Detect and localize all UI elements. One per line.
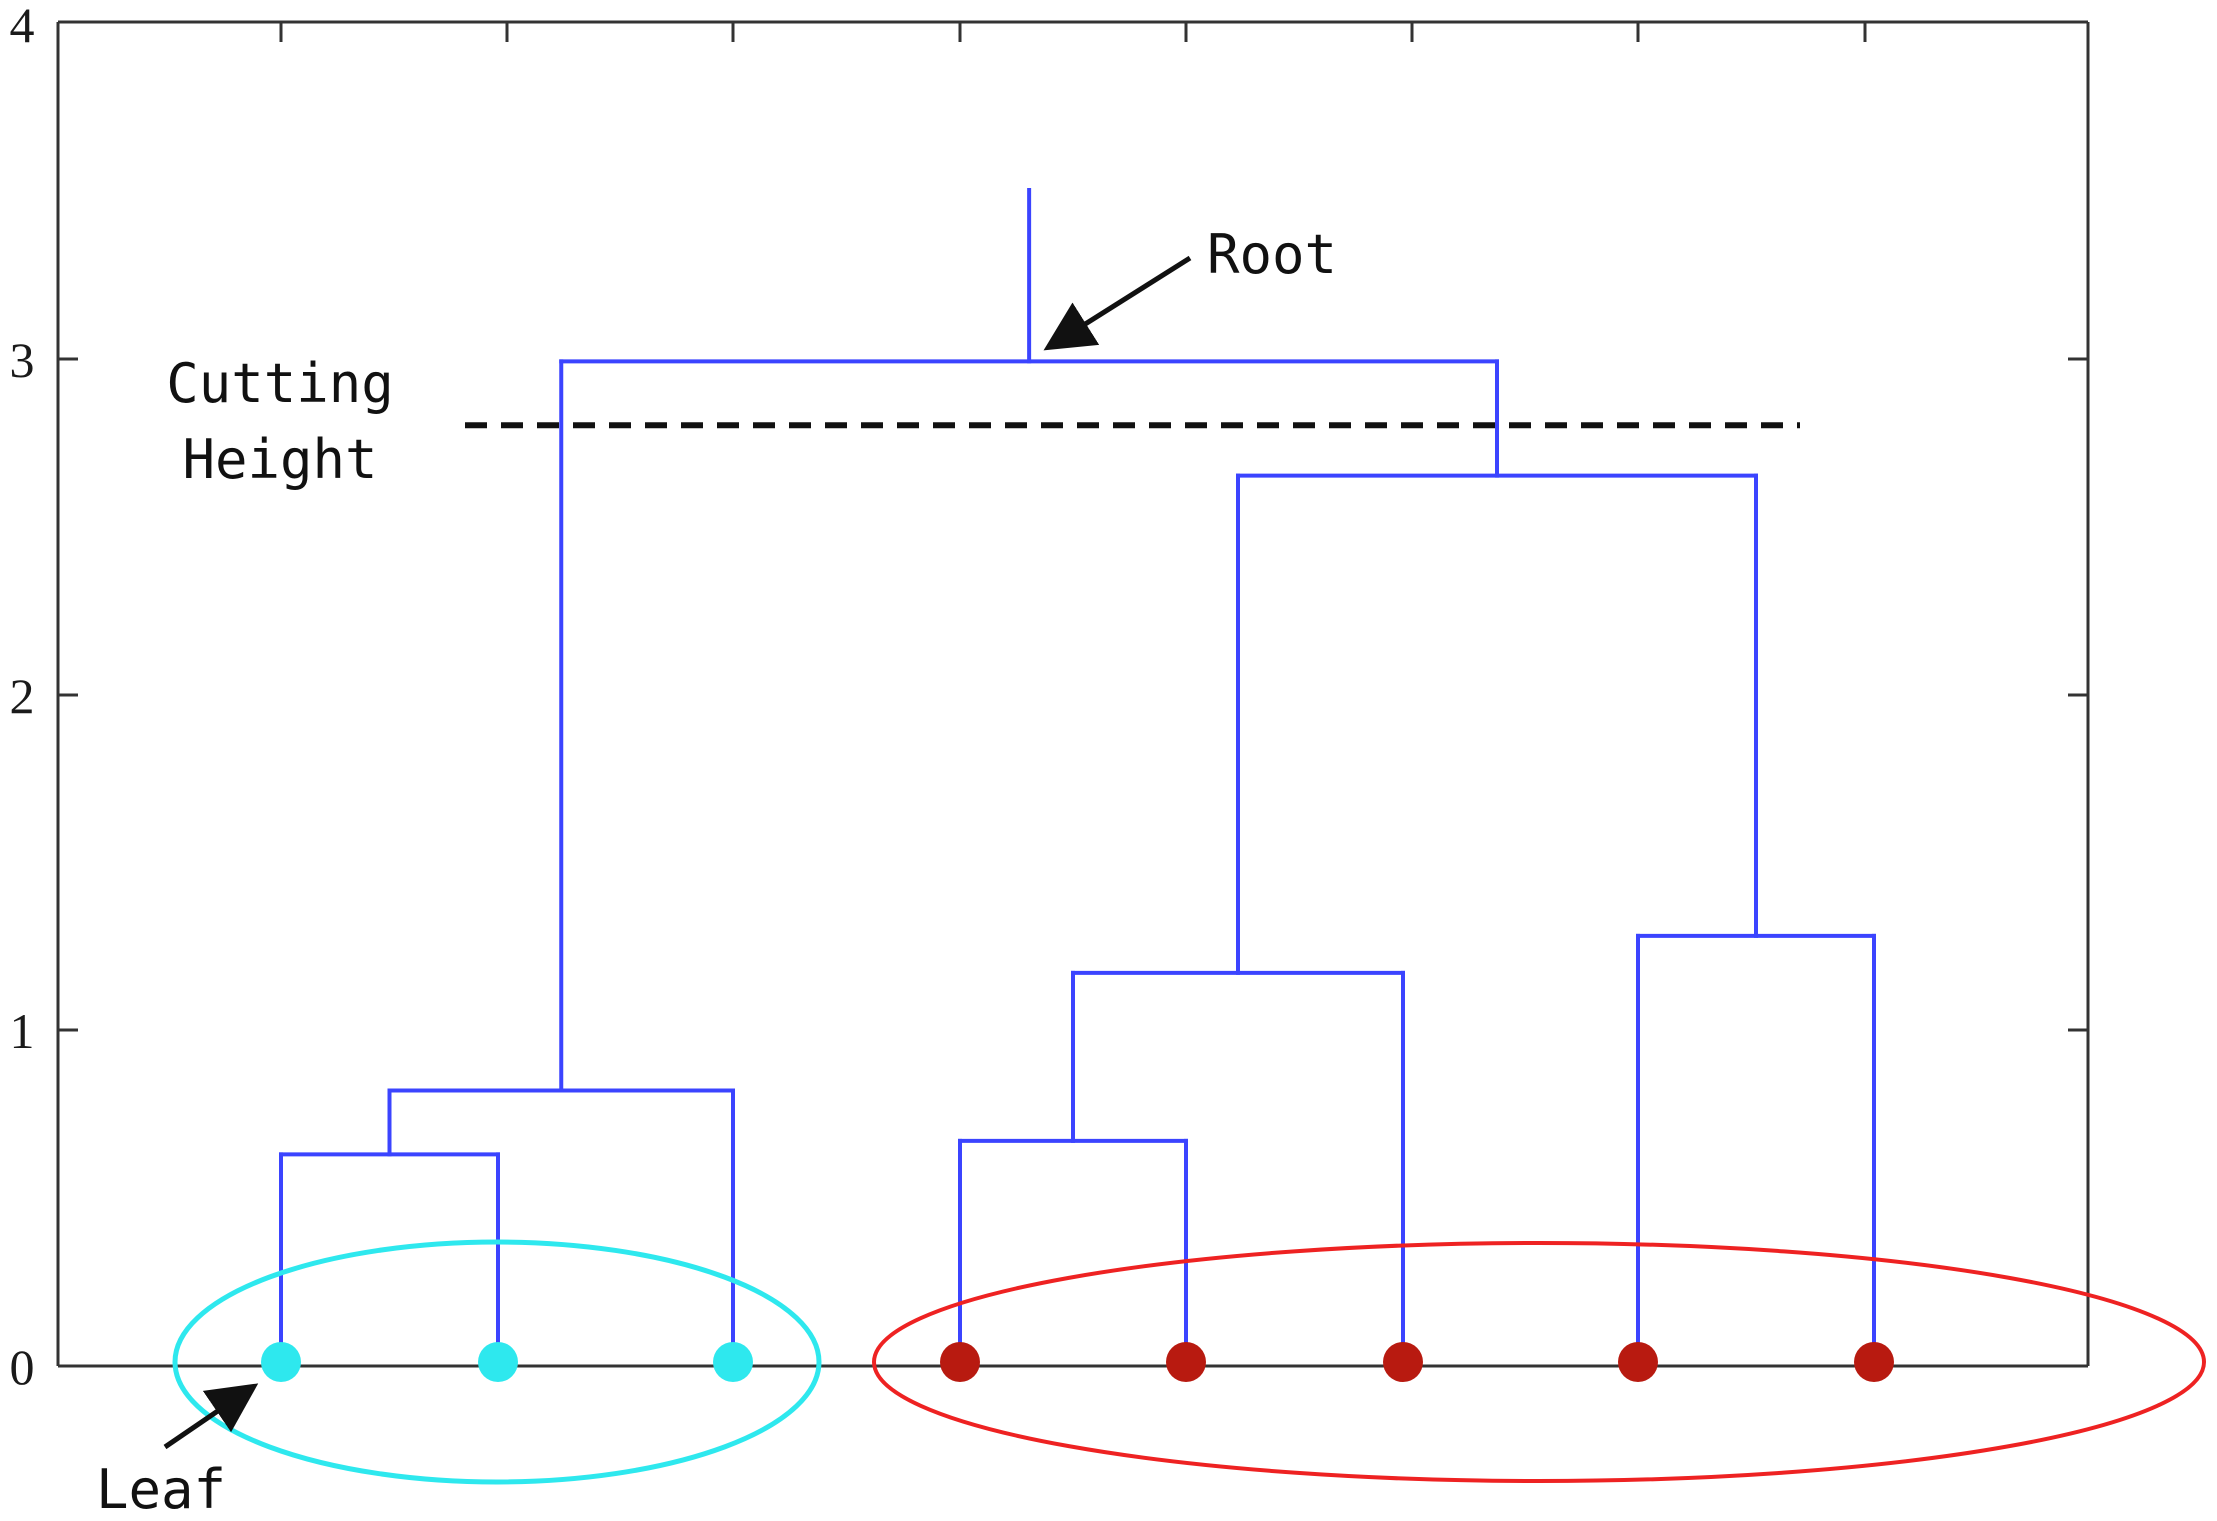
leaf-node — [713, 1342, 753, 1382]
leaf-arrow — [163, 1383, 259, 1450]
root-arrow — [1043, 255, 1192, 351]
cluster-a-ellipse — [172, 1239, 822, 1485]
dendrogram-links — [279, 188, 1876, 1368]
cluster-b-ellipse — [872, 1241, 2206, 1483]
y-ticks: 0 1 2 3 4 — [10, 0, 2088, 1395]
leaf-node — [478, 1342, 518, 1382]
leaf-label: Leaf — [96, 1458, 226, 1521]
plot-frame — [56, 20, 2090, 1368]
leaf-node — [1166, 1342, 1206, 1382]
y-tick-label: 2 — [10, 668, 35, 724]
y-tick-label: 0 — [10, 1339, 35, 1395]
leaf-node — [1854, 1342, 1894, 1382]
root-label: Root — [1207, 223, 1337, 286]
leaf-node — [940, 1342, 980, 1382]
y-tick-label: 1 — [10, 1003, 35, 1059]
leaf-node — [1383, 1342, 1423, 1382]
leaf-node — [1618, 1342, 1658, 1382]
cutting-height-label-line: Cutting — [166, 352, 394, 415]
y-tick-label: 3 — [10, 332, 35, 388]
cutting-height-label-line: Height — [182, 428, 377, 491]
y-tick-label: 4 — [10, 0, 35, 53]
leaf-nodes — [261, 1342, 1894, 1382]
leaf-node — [261, 1342, 301, 1382]
x-ticks-top — [279, 22, 1867, 42]
root-annotation: Root — [1043, 223, 1337, 351]
leaf-annotation: Leaf — [96, 1383, 259, 1521]
